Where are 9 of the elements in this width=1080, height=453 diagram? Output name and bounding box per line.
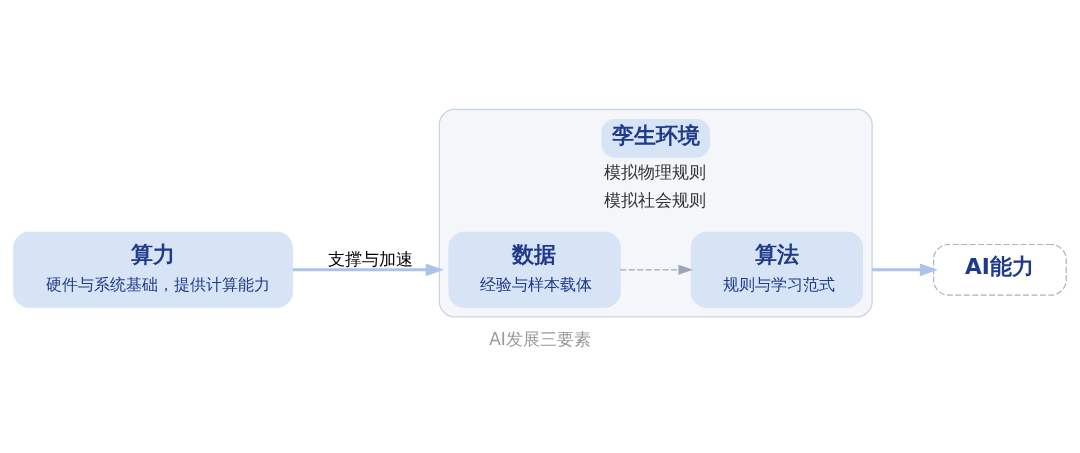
arrow — [619, 264, 693, 275]
edge-label: 支撑与加速 — [328, 248, 414, 269]
arrow — [292, 262, 444, 276]
node-box: 数据 经验与样本载体 — [448, 231, 621, 308]
arrow — [872, 262, 938, 276]
node-box: 算力 硬件与系统基础，提供计算能力 — [13, 231, 293, 308]
caption: AI发展三要素 — [489, 328, 591, 349]
node-box: 算法 规则与学习范式 — [690, 231, 864, 308]
node-box: AI能力 — [933, 243, 1067, 296]
